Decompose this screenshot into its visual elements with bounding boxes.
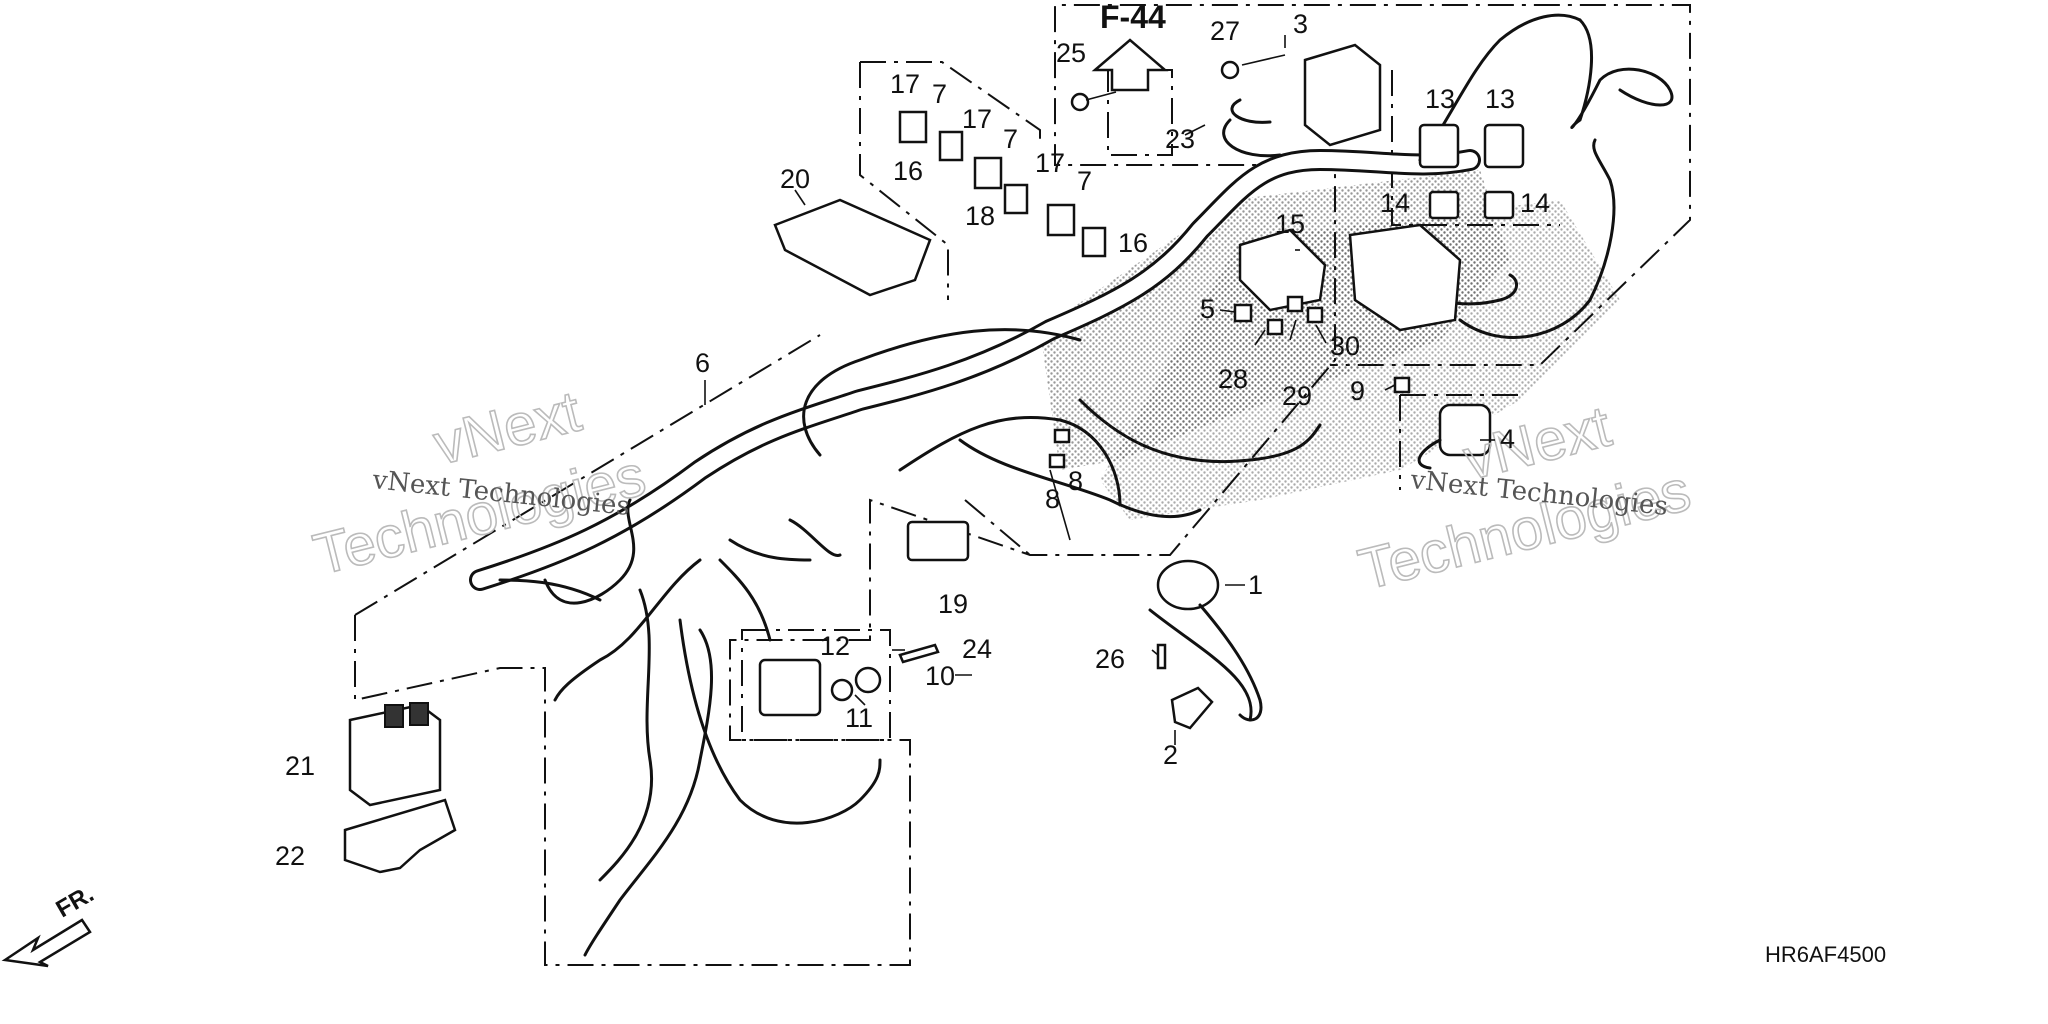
callout-3: 3 <box>1293 9 1308 39</box>
callout-7c: 7 <box>1077 166 1092 196</box>
callout-6: 6 <box>695 348 710 378</box>
outline-fe-box <box>1107 69 1173 156</box>
callout-14a: 14 <box>1380 188 1410 218</box>
group-outlines <box>354 4 1691 966</box>
callout-18: 18 <box>965 201 995 231</box>
callout-1: 1 <box>1248 570 1263 600</box>
relay-cluster <box>898 110 1107 258</box>
parts <box>1 38 1525 968</box>
callout-17b: 17 <box>962 104 992 134</box>
outline-socket-box <box>741 629 891 741</box>
callout-15: 15 <box>1275 209 1305 239</box>
outline-main-harness <box>354 4 1691 966</box>
callout-17a: 17 <box>890 69 920 99</box>
callouts: 1 2 3 4 5 6 7 7 7 8 8 9 10 11 12 13 13 1… <box>275 9 1550 871</box>
callout-12: 12 <box>820 631 850 661</box>
callout-9: 9 <box>1350 376 1365 406</box>
callout-7b: 7 <box>1003 124 1018 154</box>
part-20-cover <box>773 189 932 297</box>
part-23-band <box>1222 98 1282 158</box>
part-2-spark-cap <box>1170 686 1214 730</box>
callout-23: 23 <box>1165 124 1195 154</box>
callout-20: 20 <box>780 164 810 194</box>
part-main-fuse-block <box>1348 223 1462 332</box>
callout-8a: 8 <box>1045 484 1060 514</box>
front-arrow <box>1 918 92 968</box>
outline-relay-group <box>860 61 1041 140</box>
callout-24: 24 <box>962 634 992 664</box>
connectors-small <box>1048 295 1411 469</box>
part-21-fuse-box <box>348 702 442 807</box>
ref-arrow <box>1091 38 1169 92</box>
part-10-socket-assembly <box>758 658 882 717</box>
reference-label: F-44 <box>1100 0 1166 35</box>
part-14-socket-left <box>1428 190 1460 220</box>
callout-29: 29 <box>1282 381 1312 411</box>
callout-13b: 13 <box>1485 84 1515 114</box>
part-25-bolt <box>1070 92 1090 112</box>
callout-8b: 8 <box>1068 466 1083 496</box>
callout-22: 22 <box>275 841 305 871</box>
callout-14b: 14 <box>1520 188 1550 218</box>
part-4-coil <box>1417 403 1492 470</box>
outline-relay-box <box>859 62 949 300</box>
part-27-bolt <box>1220 60 1240 80</box>
part-22-fuse-cover <box>343 798 457 874</box>
callout-17c: 17 <box>1035 148 1065 178</box>
part-13-relay-right <box>1483 123 1525 169</box>
callout-30: 30 <box>1330 331 1360 361</box>
callout-2: 2 <box>1163 740 1178 770</box>
callout-21: 21 <box>285 751 315 781</box>
callout-27: 27 <box>1210 16 1240 46</box>
diagram-code: HR6AF4500 <box>1765 942 1886 967</box>
part-3-ecu <box>1303 43 1382 147</box>
callout-13a: 13 <box>1425 84 1455 114</box>
outline-part13 <box>1391 70 1560 226</box>
callout-7a: 7 <box>932 79 947 109</box>
part-14-socket-right <box>1483 190 1515 220</box>
part-26-bolt <box>1156 643 1167 670</box>
part-15-regulator <box>1238 228 1327 312</box>
callout-10: 10 <box>925 661 955 691</box>
main-wire-harness <box>469 13 1674 957</box>
callout-28: 28 <box>1218 364 1248 394</box>
callout-19: 19 <box>938 589 968 619</box>
part-1-ignition-coil <box>1156 559 1263 722</box>
outline-part19 <box>964 499 1031 556</box>
part-19-connector <box>906 520 970 562</box>
part-24-bolt <box>898 643 940 664</box>
callout-5: 5 <box>1200 294 1215 324</box>
callout-leaders <box>704 35 1495 745</box>
part-13-relay-left <box>1418 123 1460 169</box>
callout-11: 11 <box>845 703 873 733</box>
callout-26: 26 <box>1095 644 1125 674</box>
callout-16b: 16 <box>1118 228 1148 258</box>
callout-16a: 16 <box>893 156 923 186</box>
callout-25: 25 <box>1056 38 1086 68</box>
watermark-left: vNext Technologies vNext Technologies <box>307 378 653 589</box>
front-direction-label: FR. <box>52 880 99 923</box>
callout-4: 4 <box>1500 424 1515 454</box>
